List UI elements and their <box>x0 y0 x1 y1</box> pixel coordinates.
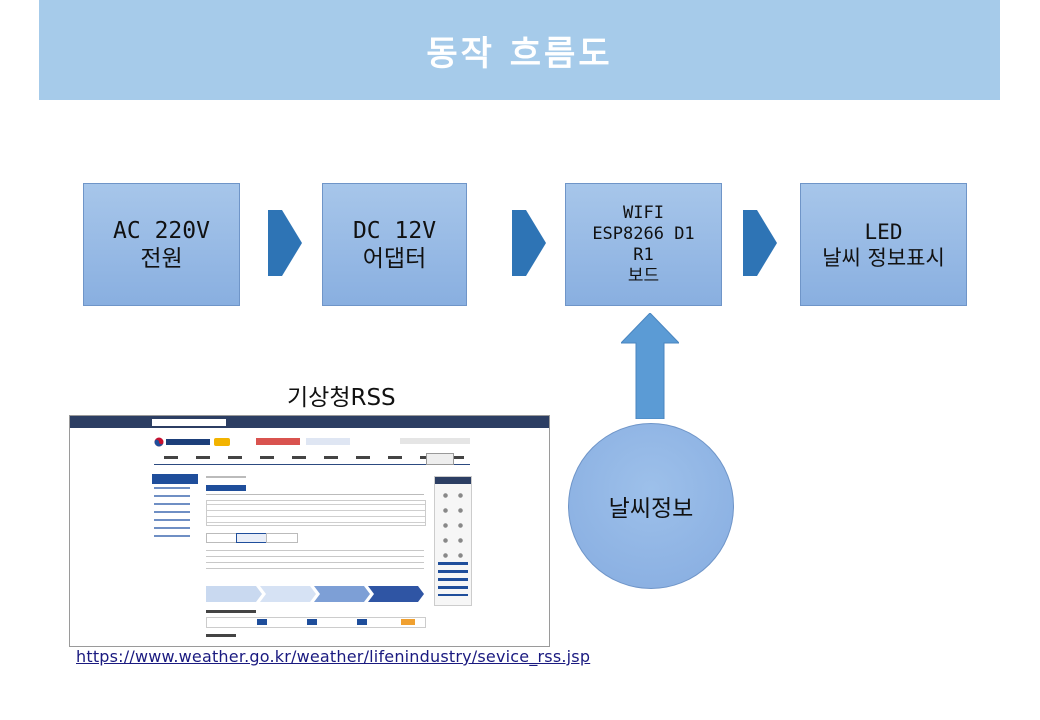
site-sidebar-menu <box>154 487 190 542</box>
site-rss-description <box>206 547 424 569</box>
site-intro-box <box>206 500 426 526</box>
site-page-heading <box>206 485 246 491</box>
site-blue-tag <box>306 438 350 445</box>
up-arrow-icon <box>621 313 679 419</box>
wifi-board-line1: WIFI <box>623 202 664 223</box>
page-title: 동작 흐름도 <box>426 34 613 74</box>
site-right-panel <box>434 476 472 606</box>
site-sidebar-title <box>152 474 198 484</box>
right-arrow-icon <box>268 210 302 276</box>
site-header-links <box>400 438 470 444</box>
wifi-board-box: WIFI ESP8266 D1 R1 보드 <box>565 183 722 306</box>
weather-info-circle: 날씨정보 <box>568 423 734 589</box>
site-top-bar <box>70 416 549 428</box>
title-banner: 동작 흐름도 <box>39 0 1000 100</box>
ac-power-line2: 전원 <box>140 245 183 272</box>
site-tab-active <box>236 533 268 543</box>
led-display-line1: LED <box>864 219 903 244</box>
site-rss-steps <box>206 586 424 602</box>
skip-link-box <box>152 419 226 426</box>
weather-info-label: 날씨정보 <box>608 496 694 522</box>
dc-adapter-box: DC 12V 어댑터 <box>322 183 467 306</box>
site-tab <box>266 533 298 543</box>
site-breadcrumb <box>206 476 246 478</box>
wifi-board-line2: ESP8266 D1 <box>592 223 695 244</box>
site-nav-bar <box>154 452 470 465</box>
site-tab <box>206 533 238 543</box>
led-display-box: LED 날씨 정보표시 <box>800 183 967 306</box>
kma-website-screenshot <box>69 415 550 647</box>
dc-adapter-line1: DC 12V <box>352 217 437 244</box>
wifi-board-line4: 보드 <box>627 265 660 286</box>
site-rss-select-row <box>206 617 426 628</box>
rss-label: 기상청RSS <box>287 385 396 411</box>
led-display-line2: 날씨 정보표시 <box>822 245 945 270</box>
ac-power-box: AC 220V 전원 <box>83 183 240 306</box>
right-arrow-icon <box>512 210 546 276</box>
site-red-tag <box>256 438 300 445</box>
rss-url-link[interactable]: https://www.weather.go.kr/weather/lifeni… <box>76 647 591 666</box>
kma-logo <box>154 437 230 447</box>
ac-power-line1: AC 220V <box>113 217 210 244</box>
wifi-board-line3: R1 <box>633 244 654 265</box>
right-arrow-icon <box>743 210 777 276</box>
dc-adapter-line2: 어댑터 <box>362 245 427 272</box>
